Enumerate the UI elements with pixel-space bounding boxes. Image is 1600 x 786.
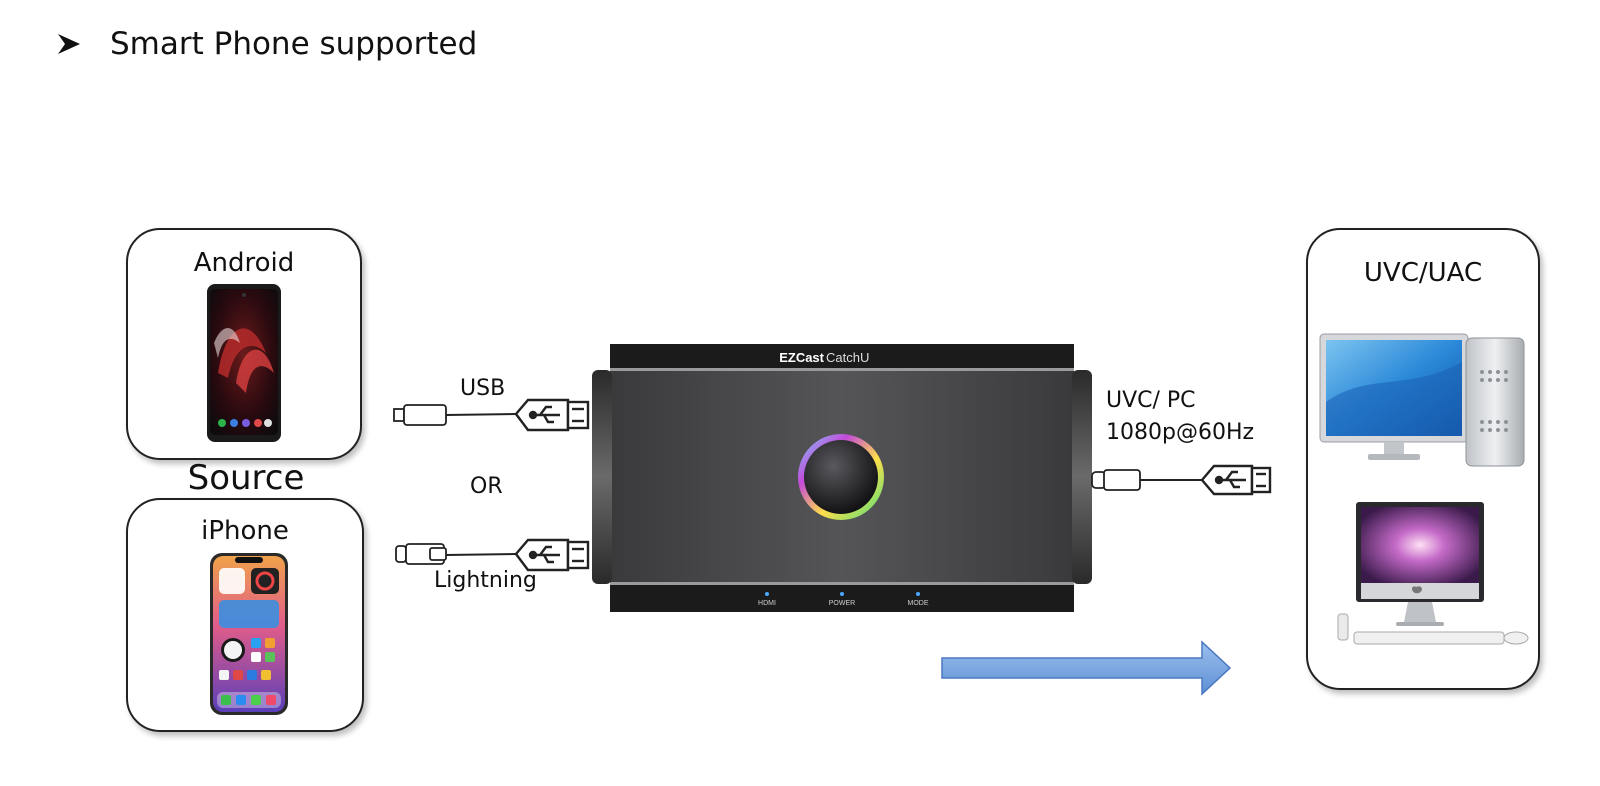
mac-pro-desktop-icon xyxy=(1319,333,1525,467)
page-heading: Smart Phone supported xyxy=(110,26,478,62)
output-label-line2: 1080p@60Hz xyxy=(1106,420,1255,445)
indicator-label: MODE xyxy=(908,600,929,607)
device-brand: EZCast xyxy=(779,350,824,365)
lightning-label: Lightning xyxy=(434,568,537,593)
bullet-arrow-icon xyxy=(58,34,80,54)
lightning-wire xyxy=(445,553,517,556)
usb-a-icon-output xyxy=(1200,464,1272,496)
usb-a-icon-bottom xyxy=(514,538,590,572)
android-title: Android xyxy=(193,248,295,278)
micro-usb-plug-icon xyxy=(393,404,447,426)
flow-arrow-icon xyxy=(941,640,1232,696)
android-phone-icon xyxy=(207,284,281,442)
indicator-label: HDMI xyxy=(758,600,776,607)
indicator-label: POWER xyxy=(829,600,855,607)
device-model: CatchU xyxy=(826,350,869,365)
output-cable xyxy=(1091,464,1272,496)
iphone-phone-icon xyxy=(210,553,288,715)
usb-c-plug-icon xyxy=(1091,469,1141,491)
iphone-title: iPhone xyxy=(201,516,289,546)
lightning-plug-icon xyxy=(395,543,447,565)
usb-a-icon-top xyxy=(514,398,590,432)
source-label: Source xyxy=(187,458,305,498)
lightning-cable-bottom xyxy=(395,538,590,572)
heading-row: Smart Phone supported xyxy=(56,22,477,66)
usb-label: USB xyxy=(460,376,506,401)
usb-cable-top xyxy=(393,398,590,432)
imac-icon xyxy=(1337,502,1529,645)
or-label: OR xyxy=(470,474,503,499)
usb-wire xyxy=(445,413,517,416)
target-title: UVC/UAC xyxy=(1363,258,1483,288)
output-label-line1: UVC/ PC xyxy=(1106,388,1196,413)
capture-device: EZCast CatchU HDMI POWER MODE xyxy=(592,344,1092,612)
